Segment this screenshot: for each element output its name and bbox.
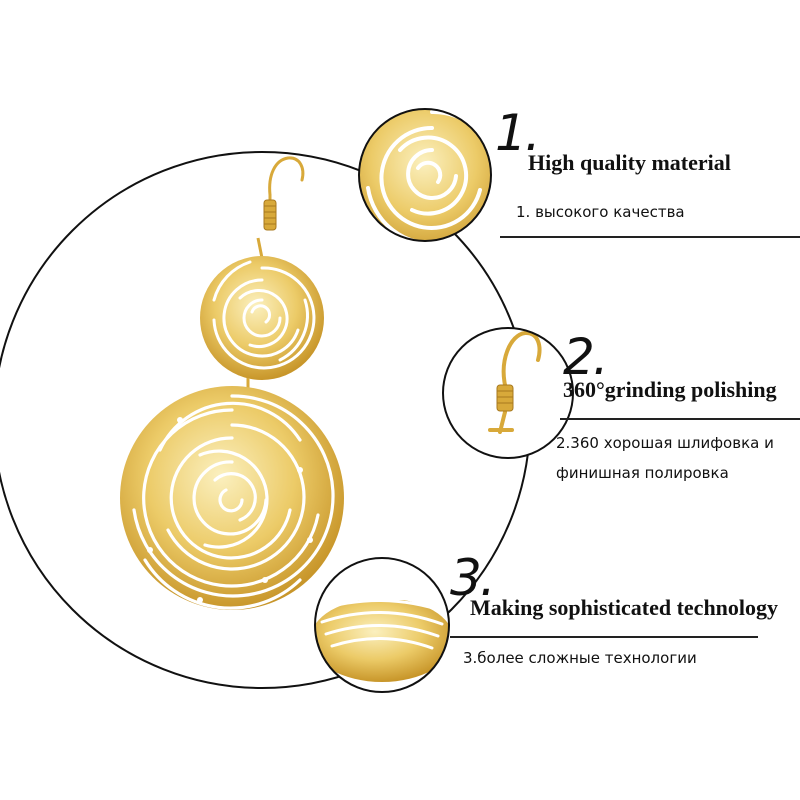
feature-2-number: 2.: [563, 328, 609, 386]
detail-circle-material: [358, 108, 492, 242]
feature-2-underline: [560, 418, 800, 420]
feature-2-translation-line2: финишная полировка: [556, 464, 729, 482]
feature-3-translation: 3.более сложные технологии: [463, 649, 697, 667]
feature-1-title: High quality material: [528, 150, 731, 175]
earring-coil: [263, 199, 277, 231]
feature-1-underline: [500, 236, 800, 238]
feature-1-translation: 1. высокого качества: [516, 203, 685, 221]
feature-3-underline: [450, 636, 758, 638]
detail-circle-hook: [442, 327, 574, 459]
feature-3-number: 3.: [450, 549, 496, 607]
feature-3-title: Making sophisticated technology: [470, 595, 779, 620]
detail-circle-technology: [314, 557, 450, 693]
feature-2-title: 360°grinding polishing: [563, 377, 777, 402]
feature-2-translation-line1: 2.360 хорошая шлифовка и: [556, 434, 774, 452]
earring-small-disc: [200, 256, 324, 380]
feature-1-number: 1.: [495, 104, 541, 162]
earring-large-disc: [120, 386, 344, 610]
